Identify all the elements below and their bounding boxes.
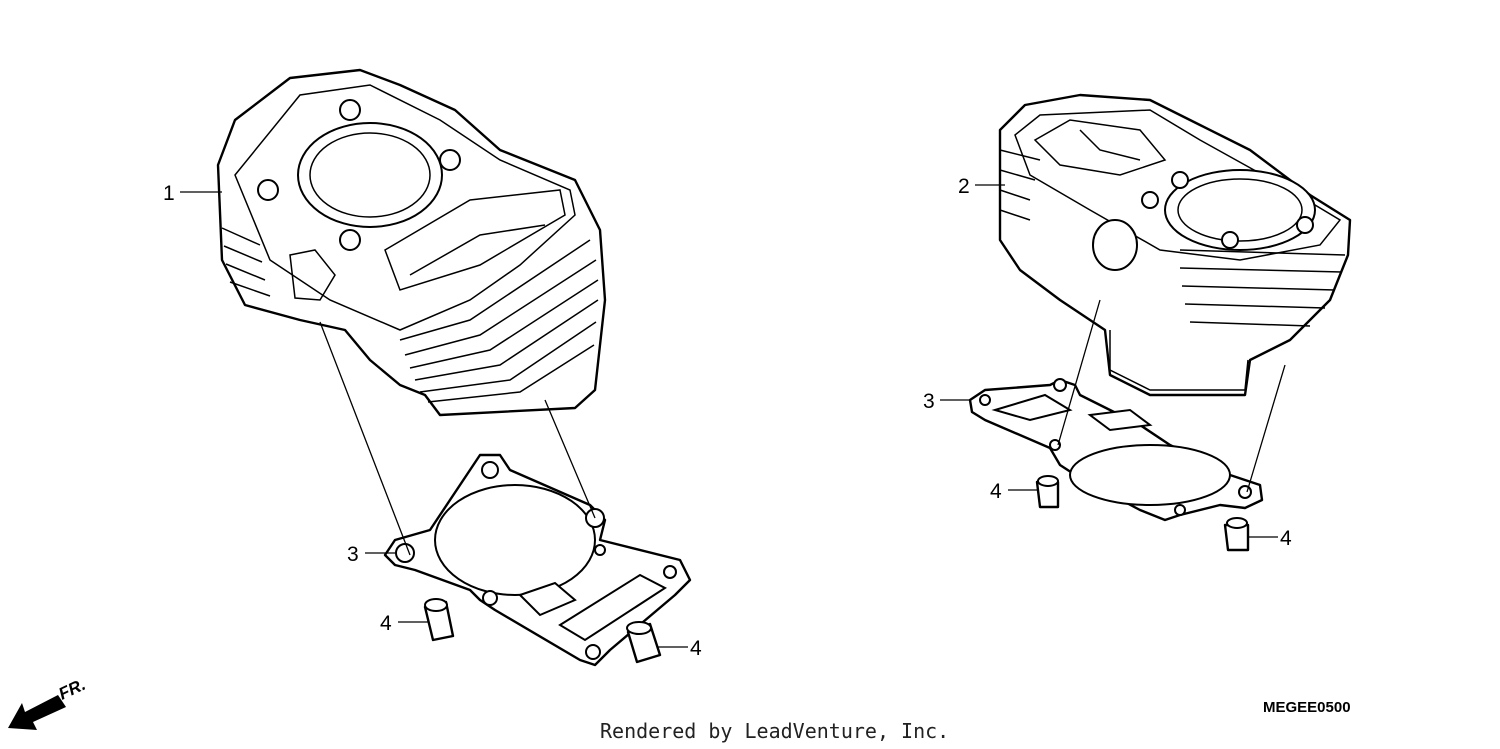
callout-3-rear: 3 <box>923 390 935 413</box>
assembly-guide-lines <box>319 299 1286 556</box>
callout-2: 2 <box>958 175 970 198</box>
dowel-pin-3[interactable] <box>1035 475 1060 509</box>
front-direction-indicator: FR. <box>8 675 89 730</box>
callout-4-front-left: 4 <box>380 612 392 635</box>
diagram-code: MEGEE0500 <box>1263 699 1351 716</box>
cylinder-rear[interactable] <box>998 93 1352 397</box>
base-gasket-front[interactable] <box>383 453 692 667</box>
callout-4-rear-left: 4 <box>990 480 1002 503</box>
dowel-pin-2[interactable] <box>626 621 662 664</box>
callout-4-rear-right: 4 <box>1280 527 1292 550</box>
callout-1: 1 <box>163 182 175 205</box>
cylinder-front[interactable] <box>216 68 607 417</box>
front-arrow-icon <box>8 695 66 730</box>
dowel-pin-1[interactable] <box>423 598 455 642</box>
callout-4-front-right: 4 <box>690 637 702 660</box>
render-credit: Rendered by LeadVenture, Inc. <box>600 719 949 743</box>
base-gasket-rear[interactable] <box>968 378 1264 522</box>
leader-lines <box>180 184 1278 648</box>
callout-3-front: 3 <box>347 543 359 566</box>
dowel-pin-4[interactable] <box>1223 517 1250 552</box>
